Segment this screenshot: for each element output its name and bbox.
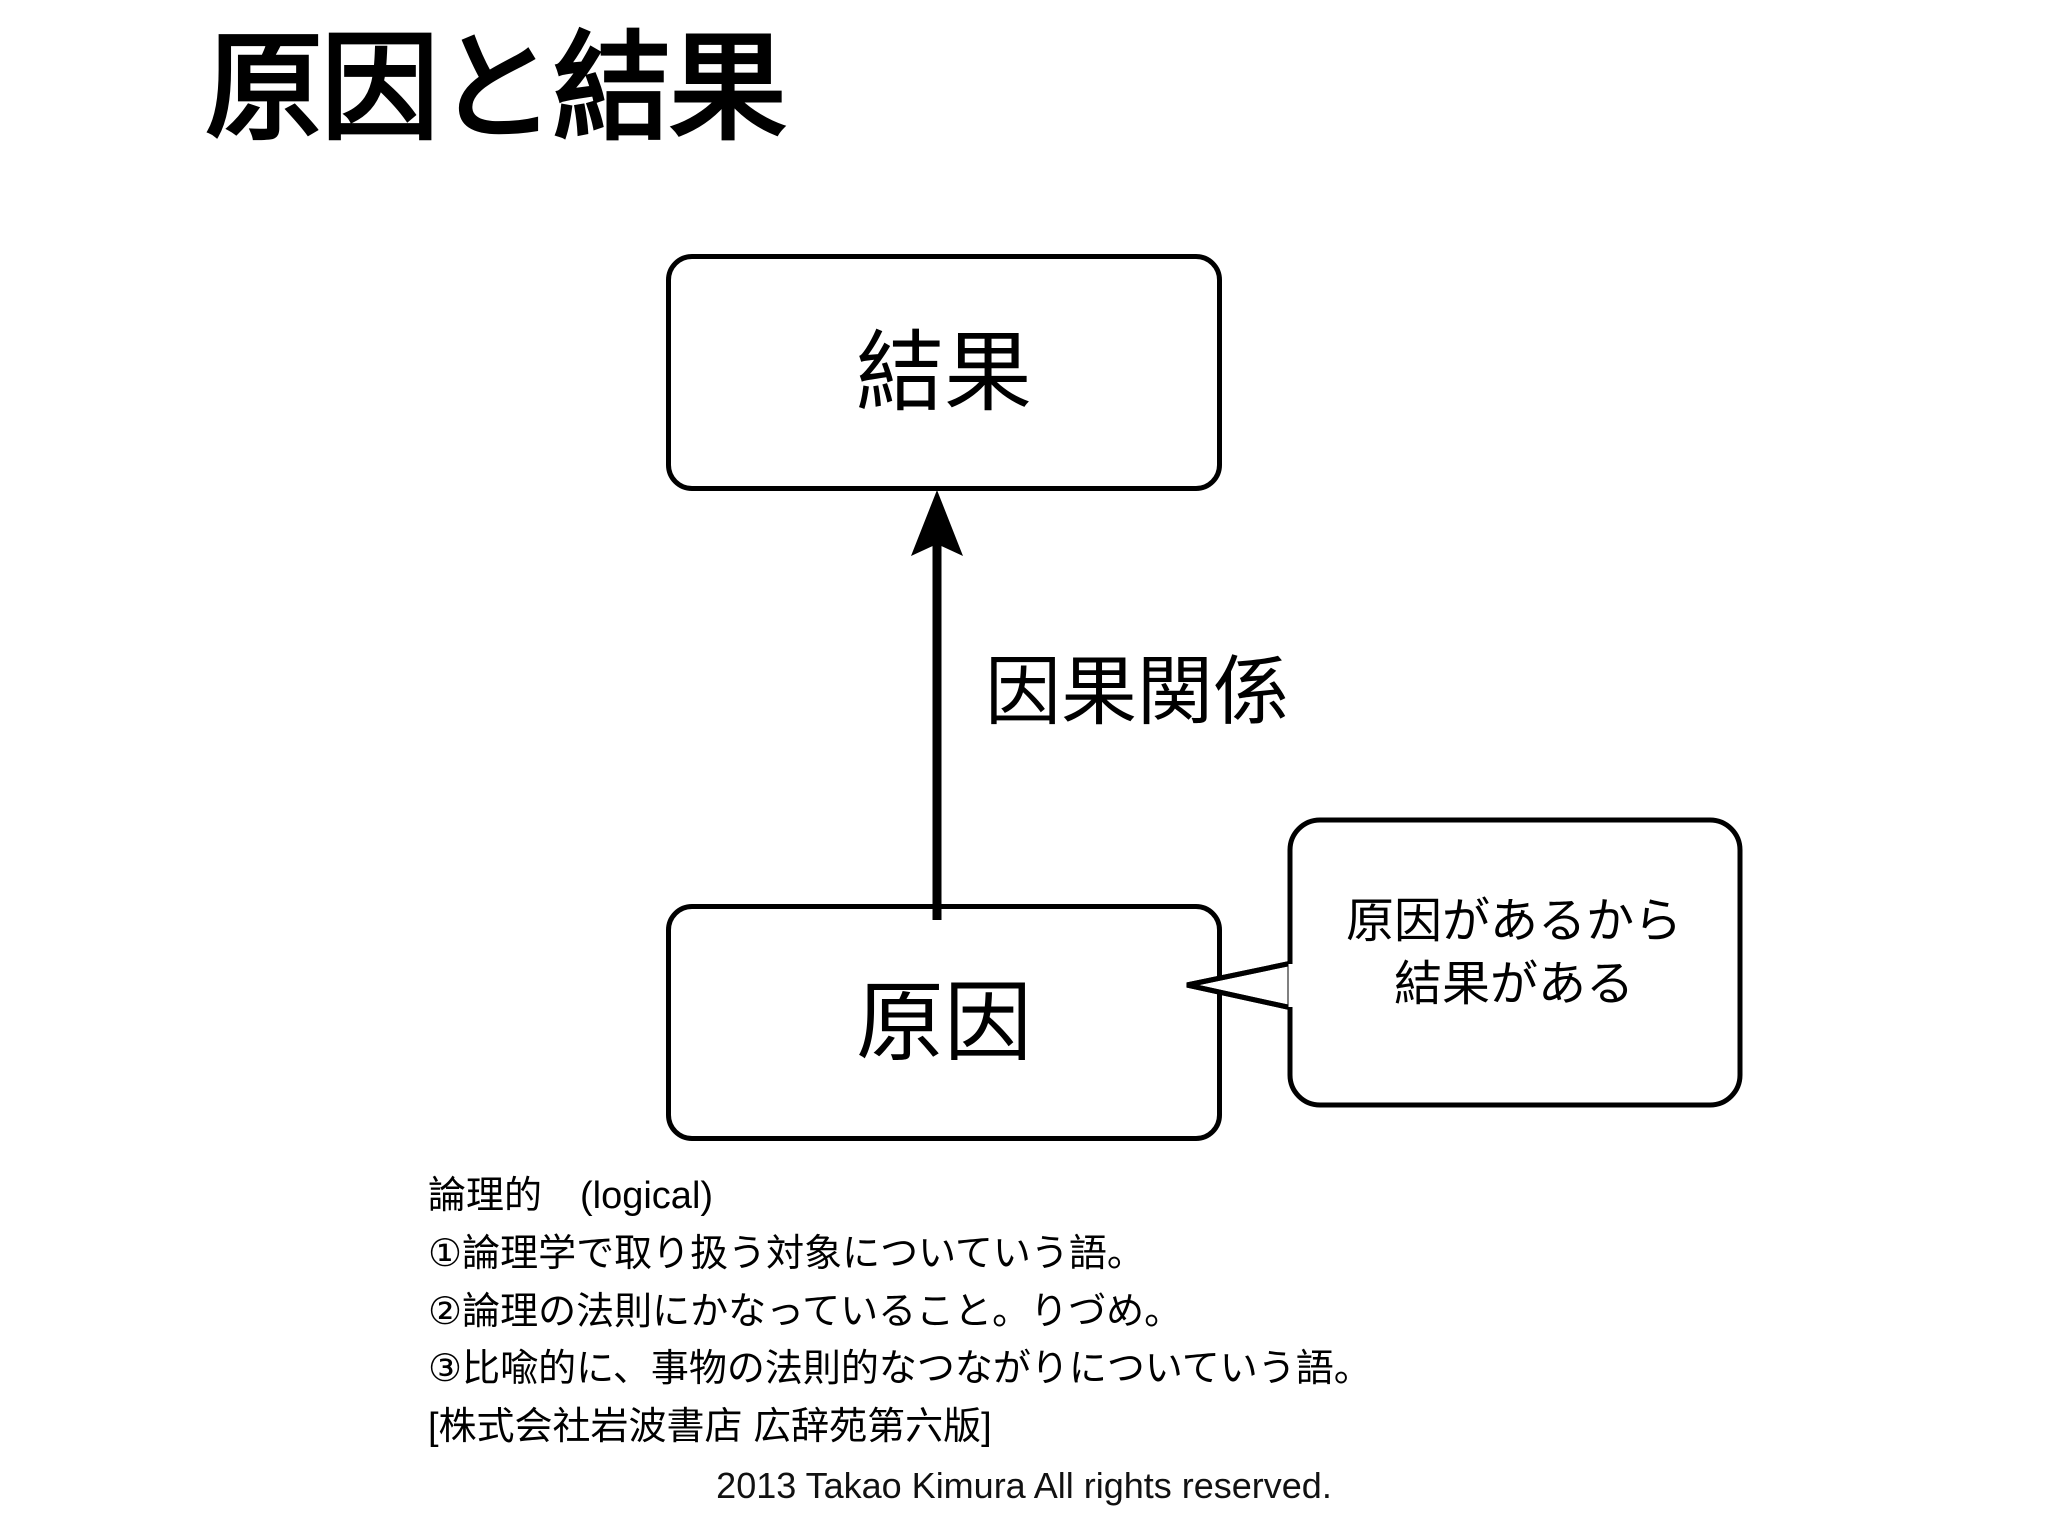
note-line-sense-2: ②論理の法則にかなっていること。りづめ。 (428, 1290, 1183, 1333)
note-line-sense-3: ③比喩的に、事物の法則的なつながりについていう語。 (428, 1348, 1372, 1391)
dictionary-note: 論理的 (logical) ①論理学で取り扱う対象についていう語。 ②論理の法則… (428, 1168, 1372, 1457)
callout-bubble (1186, 817, 1743, 1108)
node-box-cause: 原因 (666, 904, 1222, 1141)
callout-tail-outline (1186, 960, 1293, 1011)
note-line-sense-1: ①論理学で取り扱う対象についていう語。 (428, 1232, 1145, 1275)
note-line-source: [株式会社岩波書店 広辞苑第六版] (428, 1406, 992, 1448)
node-box-effect: 結果 (666, 254, 1222, 491)
arrow-up-icon (911, 490, 963, 920)
note-line-headword: 論理的 (logical) (428, 1175, 714, 1217)
footer-copyright: 2013 Takao Kimura All rights reserved. (716, 1465, 1332, 1506)
callout-line-2: 結果がある (1393, 958, 1634, 1012)
edge-label-causal-relation: 因果関係 (985, 650, 1289, 735)
node-label-cause: 原因 (855, 972, 1032, 1072)
page-title: 原因と結果 (205, 23, 787, 155)
node-label-effect: 結果 (855, 322, 1032, 422)
arrow-head (911, 490, 963, 556)
callout-tail (1186, 960, 1293, 1011)
callout-text: 原因があるから 結果がある (1300, 890, 1728, 1017)
callout-line-1: 原因があるから (1345, 895, 1682, 948)
